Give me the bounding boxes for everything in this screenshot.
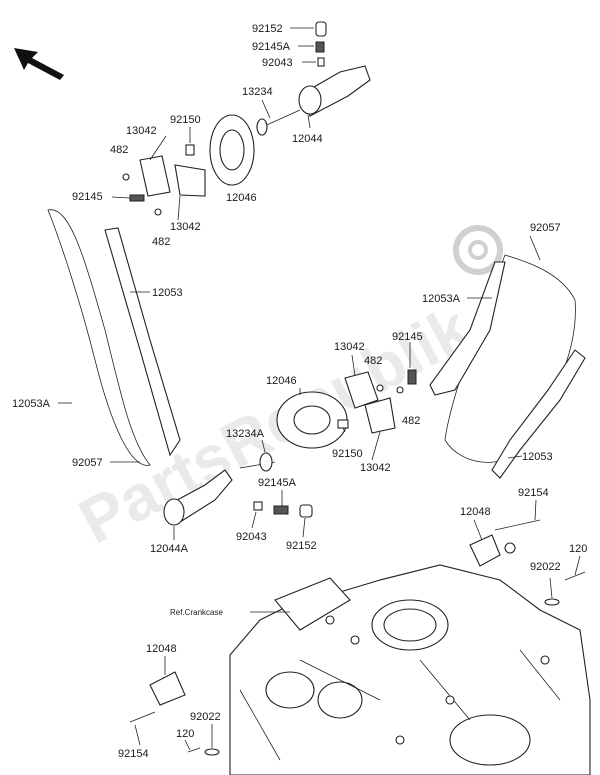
front-direction-arrow-icon bbox=[14, 48, 64, 80]
label-92145a-top: 92145A bbox=[252, 41, 291, 53]
bolt-120-right bbox=[564, 571, 586, 581]
left-cam-chain-assembly bbox=[5, 209, 181, 466]
label-482-c: 482 bbox=[364, 355, 382, 367]
front-camshaft bbox=[163, 452, 313, 526]
crankcase bbox=[229, 564, 591, 775]
ring-482-c bbox=[376, 384, 384, 392]
label-12053a-right: 12053A bbox=[422, 293, 461, 305]
ring-482-a bbox=[122, 173, 130, 181]
chain-guide-12053a-right bbox=[429, 261, 506, 396]
pin-92043-front bbox=[253, 501, 263, 511]
label-12048-right: 12048 bbox=[460, 506, 491, 518]
label-92154-right: 92154 bbox=[518, 487, 549, 499]
damper-plate-13042-top bbox=[174, 164, 206, 197]
damper-plate-13042-side bbox=[139, 155, 171, 197]
right-tensioner bbox=[469, 519, 586, 606]
label-12046-front: 12046 bbox=[266, 375, 297, 387]
washer-92022-right bbox=[544, 598, 560, 606]
part-labels: 92152 92145A 92043 13234 12044 92150 130… bbox=[12, 23, 587, 760]
label-12044: 12044 bbox=[292, 133, 323, 145]
ring-482-d bbox=[396, 386, 404, 394]
label-12046-top: 12046 bbox=[226, 192, 257, 204]
label-92043-top: 92043 bbox=[262, 57, 293, 69]
label-120-left: 120 bbox=[176, 728, 194, 740]
label-120-right: 120 bbox=[569, 543, 587, 555]
leader-lines bbox=[58, 27, 581, 751]
left-tensioner bbox=[129, 671, 220, 756]
chain-guide-12053-right bbox=[491, 349, 586, 479]
label-92152-front: 92152 bbox=[286, 540, 317, 552]
spring-92145a-top bbox=[315, 41, 325, 53]
right-cam-chain-assembly bbox=[429, 254, 586, 479]
label-482-d: 482 bbox=[402, 415, 420, 427]
pin-92043-top bbox=[317, 57, 325, 67]
label-482-a: 482 bbox=[110, 144, 128, 156]
label-12048-left: 12048 bbox=[146, 643, 177, 655]
camshaft-flange bbox=[298, 85, 322, 115]
label-92057-right: 92057 bbox=[530, 222, 561, 234]
tensioner-12048-left bbox=[149, 671, 186, 706]
label-12053-left: 12053 bbox=[152, 287, 183, 299]
label-92022-right: 92022 bbox=[530, 561, 561, 573]
cap-92152-top bbox=[315, 21, 327, 37]
front-cam-sprocket bbox=[276, 369, 417, 449]
cap-92152-front bbox=[299, 504, 313, 518]
label-12053-right: 12053 bbox=[522, 451, 553, 463]
label-12053a-left: 12053A bbox=[12, 398, 51, 410]
label-92057-left: 92057 bbox=[72, 457, 103, 469]
shaft-13234-top bbox=[256, 118, 268, 136]
bolt-92150-front bbox=[337, 419, 349, 429]
rear-camshaft bbox=[256, 21, 371, 136]
label-92022-left: 92022 bbox=[190, 711, 221, 723]
ring-482-b bbox=[154, 208, 162, 216]
bolt-120-left bbox=[187, 747, 201, 753]
label-13042-lower: 13042 bbox=[170, 221, 201, 233]
damper-plate-13042-front-b bbox=[364, 397, 396, 434]
watermark-gear-icon bbox=[453, 225, 503, 275]
label-92154-left: 92154 bbox=[118, 748, 149, 760]
label-13234a: 13234A bbox=[226, 428, 265, 440]
label-482-b: 482 bbox=[152, 236, 170, 248]
label-92145-top: 92145 bbox=[72, 191, 103, 203]
label-12044a: 12044A bbox=[150, 543, 189, 555]
washer-92022-left bbox=[204, 748, 220, 756]
cam-chain-92057-left bbox=[47, 209, 151, 466]
label-ref-crankcase: Ref.Crankcase bbox=[170, 608, 223, 617]
label-92152-top: 92152 bbox=[252, 23, 283, 35]
tensioner-12048-right bbox=[469, 534, 501, 567]
label-13234: 13234 bbox=[242, 86, 273, 98]
label-13042-front-b: 13042 bbox=[360, 462, 391, 474]
label-13042-front-a: 13042 bbox=[334, 341, 365, 353]
label-13042-top: 13042 bbox=[126, 125, 157, 137]
chain-guide-12053-left bbox=[104, 227, 181, 457]
rear-cam-sprocket bbox=[122, 114, 255, 216]
shaft-13234a bbox=[259, 452, 273, 472]
spring-92145a-front bbox=[273, 505, 289, 515]
label-92145a-front: 92145A bbox=[258, 477, 297, 489]
label-92150-top: 92150 bbox=[170, 114, 201, 126]
spring-92145-top bbox=[129, 194, 145, 202]
label-92043-front: 92043 bbox=[236, 531, 267, 543]
bolt-92150-top bbox=[185, 144, 195, 156]
label-92145-front: 92145 bbox=[392, 331, 423, 343]
damper-plate-13042-front-a bbox=[344, 371, 379, 409]
spring-92145-front bbox=[407, 369, 417, 385]
label-92150-front: 92150 bbox=[332, 448, 363, 460]
